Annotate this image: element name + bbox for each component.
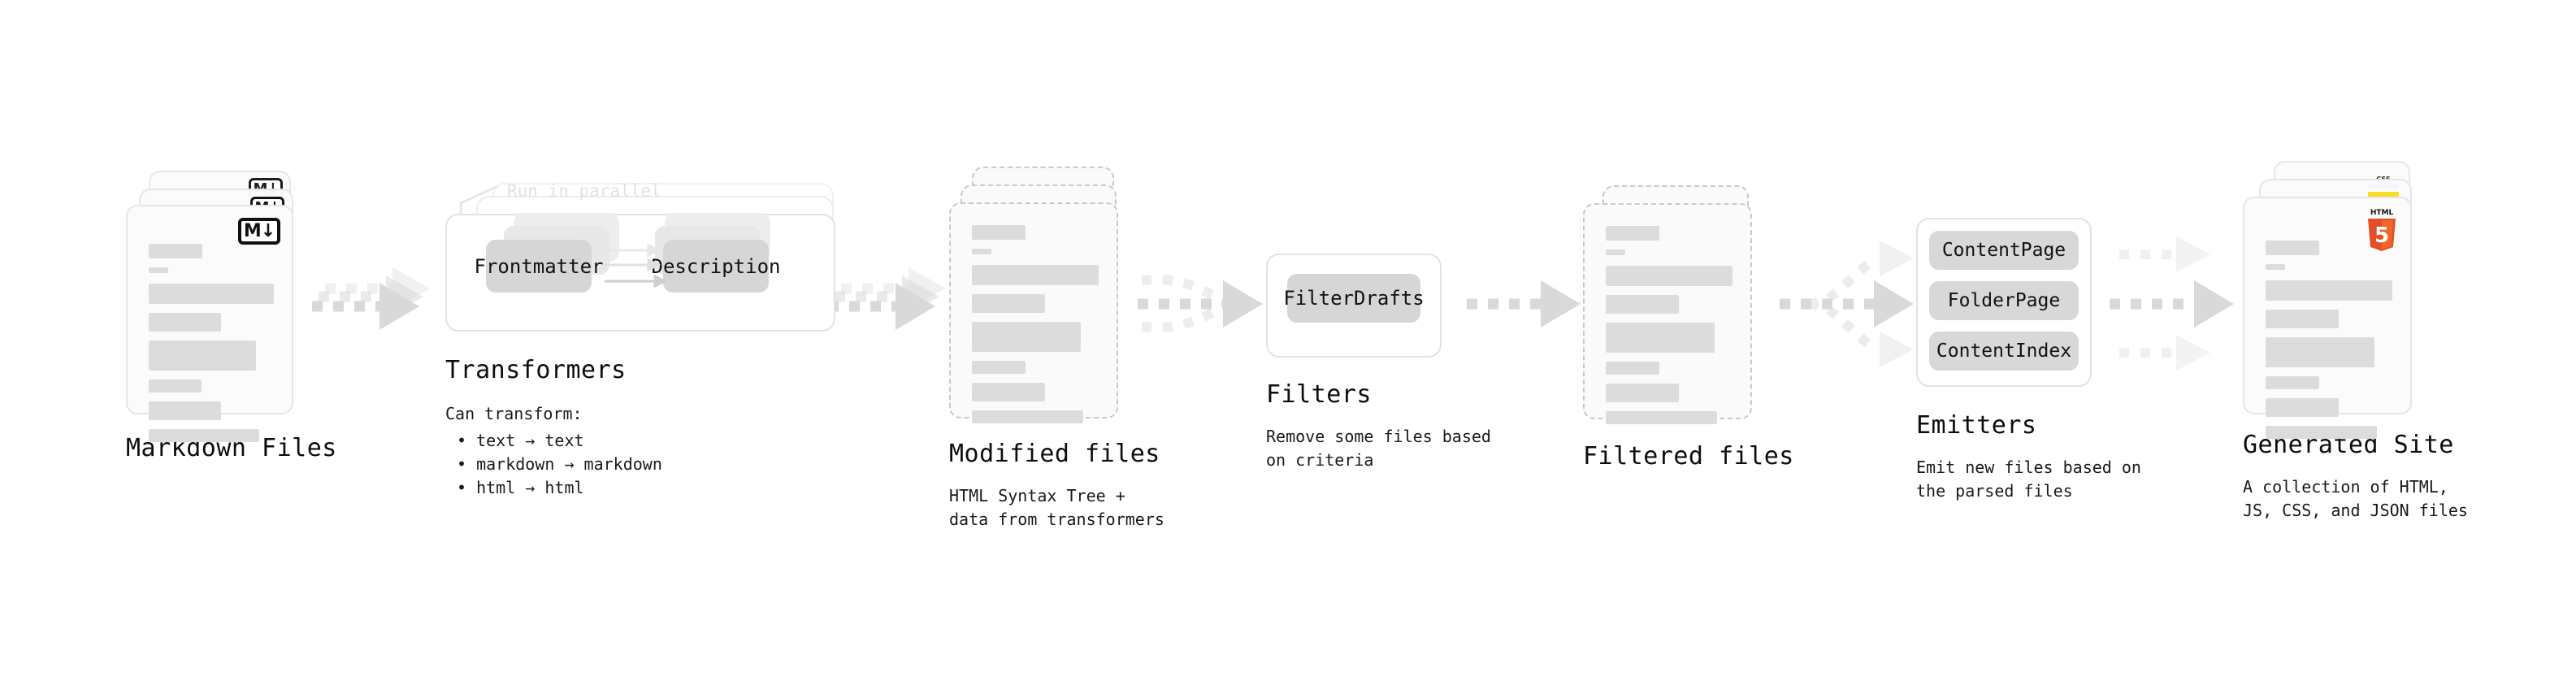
- emitter-node-contentindex[interactable]: ContentIndex: [1929, 332, 2079, 371]
- skeleton-line: [149, 284, 274, 304]
- html5-icon: HTML 5: [2368, 209, 2396, 251]
- transformers-bullet: • text → text: [457, 431, 584, 450]
- skeleton-line: [972, 410, 1084, 423]
- stage-title-transformers: Transformers: [445, 356, 627, 384]
- stage-markdown-files: M↓ M↓ M↓ Markdown Files: [126, 171, 337, 462]
- modified-files-description-line: data from transformers: [949, 510, 1164, 529]
- skeleton-line: [2266, 398, 2340, 417]
- skeleton-line: [972, 225, 1026, 240]
- modified-files-description-line: HTML Syntax Tree +: [949, 486, 1125, 505]
- skeleton-line: [972, 294, 1046, 313]
- stage-generated-site: CSS HTML 5: [2243, 161, 2468, 523]
- svg-text:HTML: HTML: [2370, 209, 2394, 217]
- skeleton-line: [1606, 384, 1680, 402]
- filter-node-filterdrafts[interactable]: FilterDrafts: [1283, 274, 1425, 323]
- site-doc-stack: CSS HTML 5: [2243, 161, 2438, 439]
- skeleton-line: [1606, 226, 1659, 241]
- connector-filtered-to-emitters: [1780, 241, 1914, 367]
- emitters-group-stack: ContentPage FolderPage ContentIndex: [1916, 218, 2103, 397]
- skeleton-line: [972, 361, 1026, 374]
- skeleton-line: [2266, 426, 2378, 439]
- transformers-bullet: • markdown → markdown: [457, 454, 662, 474]
- transformers-group-stack: Frontmatter Description: [445, 183, 852, 333]
- run-in-parallel-label: Run in parallel: [507, 181, 661, 201]
- stage-emitters: ContentPage FolderPage ContentIndex Emit…: [1916, 218, 2141, 503]
- skeleton-line: [1606, 266, 1733, 286]
- filtered-doc-skeleton: [1606, 226, 1733, 433]
- skeleton-line: [2266, 310, 2340, 328]
- stage-filtered-files: Filtered files: [1583, 185, 1794, 471]
- markdown-doc-stack: M↓ M↓ M↓: [126, 171, 313, 442]
- filtered-doc-front: [1583, 203, 1752, 424]
- skeleton-line: [149, 380, 202, 393]
- skeleton-line: [149, 429, 259, 442]
- markdown-doc-skeleton: [149, 244, 274, 451]
- modified-doc-front: [949, 202, 1118, 423]
- skeleton-line: [1606, 323, 1715, 353]
- transformer-node-description[interactable]: Description: [652, 240, 780, 293]
- transformer-node-frontmatter[interactable]: Frontmatter: [475, 240, 603, 293]
- skeleton-line: [972, 322, 1082, 352]
- filters-description-line: Remove some files based: [1266, 427, 1491, 446]
- skeleton-line: [1606, 362, 1659, 375]
- markdown-icon: M↓: [238, 218, 280, 245]
- transformer-inner-arrows: [605, 243, 668, 288]
- skeleton-line: [1606, 411, 1718, 424]
- skeleton-line: [1606, 295, 1680, 314]
- filters-description-line: on criteria: [1266, 450, 1374, 470]
- skeleton-line: [2266, 280, 2392, 301]
- skeleton-line: [972, 265, 1099, 285]
- markdown-doc-front: M↓: [126, 205, 293, 442]
- skeleton-line: [2266, 376, 2319, 389]
- skeleton-line: [972, 249, 991, 254]
- skeleton-line: [149, 340, 257, 371]
- skeleton-line: [149, 244, 202, 258]
- transformers-bullet: • html → html: [457, 478, 584, 497]
- generated-site-description-line: A collection of HTML,: [2243, 477, 2448, 497]
- filtered-doc-stack: [1583, 185, 1770, 424]
- skeleton-line: [1606, 249, 1625, 255]
- transformers-bullet-list: • text → text • markdown → markdown • ht…: [445, 429, 852, 500]
- emitter-node-contentpage[interactable]: ContentPage: [1929, 231, 2079, 270]
- generated-site-description-line: JS, CSS, and JSON files: [2243, 501, 2468, 520]
- stage-title-modified-files: Modified files: [949, 440, 1160, 468]
- skeleton-line: [2266, 241, 2319, 255]
- skeleton-line: [149, 313, 222, 332]
- site-doc-skeleton: [2266, 241, 2392, 448]
- stage-title-emitters: Emitters: [1916, 411, 2037, 440]
- transformers-description: Can transform:: [445, 404, 583, 423]
- stage-transformers: Frontmatter Description Run in parallel …: [445, 181, 852, 500]
- skeleton-line: [2266, 264, 2285, 270]
- skeleton-line: [972, 383, 1046, 401]
- stage-modified-files: Modified files HTML Syntax Tree + data f…: [949, 167, 1164, 531]
- stage-title-filtered-files: Filtered files: [1583, 442, 1794, 471]
- emitters-description-line: Emit new files based on: [1916, 458, 2141, 477]
- modified-doc-skeleton: [972, 225, 1099, 432]
- emitter-node-folderpage[interactable]: FolderPage: [1929, 281, 2079, 320]
- modified-doc-stack: [949, 167, 1136, 423]
- skeleton-line: [149, 401, 222, 420]
- skeleton-line: [149, 267, 168, 273]
- site-doc-html: HTML 5: [2243, 197, 2412, 439]
- stage-title-filters: Filters: [1266, 380, 1372, 409]
- svg-text:5: 5: [2374, 223, 2389, 248]
- emitters-description-line: the parsed files: [1916, 481, 2073, 501]
- skeleton-line: [2266, 337, 2375, 367]
- stage-filters: FilterDrafts Filters Remove some files b…: [1266, 254, 1491, 472]
- filters-group-stack: FilterDrafts: [1266, 254, 1445, 358]
